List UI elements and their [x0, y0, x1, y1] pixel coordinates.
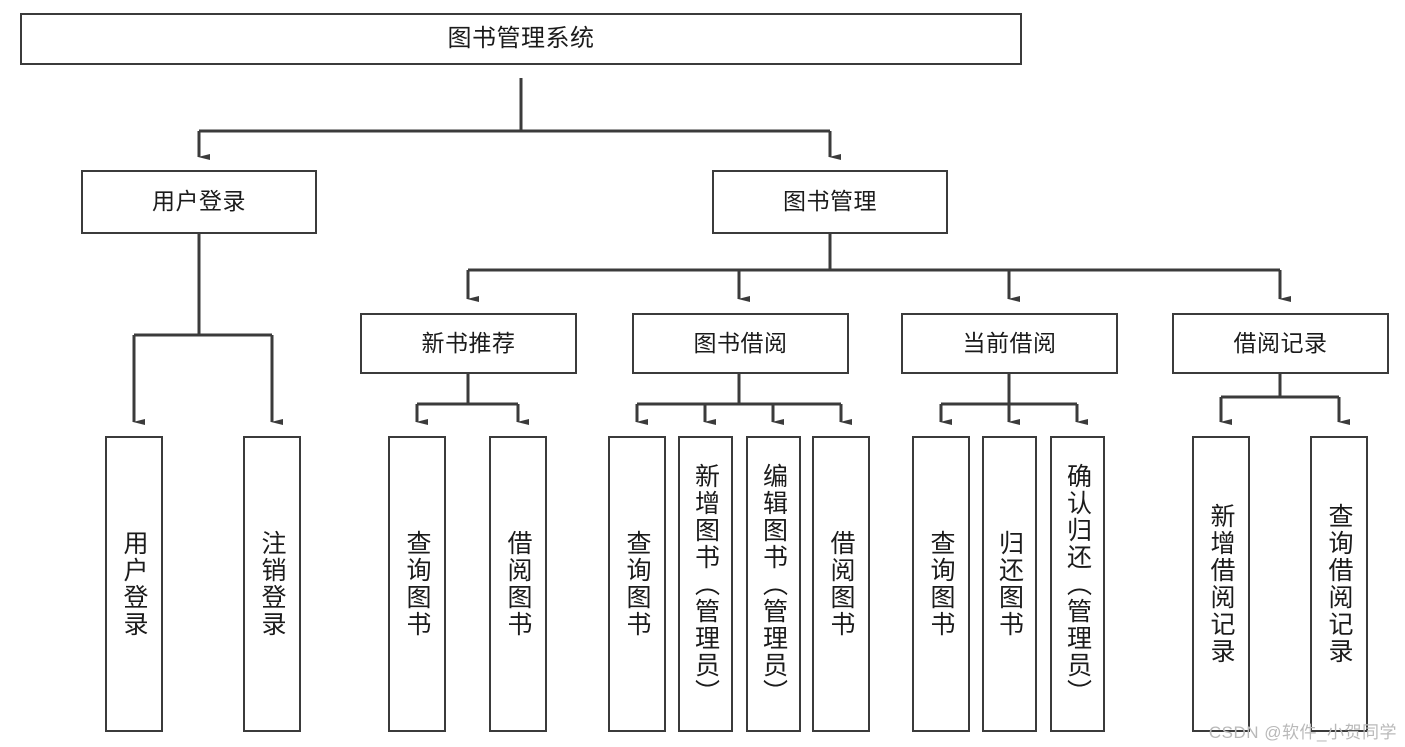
leaf-borrow-book[interactable]: 借阅图书: [812, 436, 870, 732]
leaf-add-borrow-record-label: 新增借阅记录: [1207, 503, 1235, 665]
node-new-book-recommend-label: 新书推荐: [421, 329, 516, 356]
leaf-logout[interactable]: 注销登录: [243, 436, 301, 732]
leaf-edit-book-admin-label: 编辑图书（管理员）: [759, 462, 788, 706]
node-current-borrow[interactable]: 当前借阅: [901, 313, 1118, 374]
node-book-borrow[interactable]: 图书借阅: [632, 313, 849, 374]
node-new-book-recommend[interactable]: 新书推荐: [360, 313, 577, 374]
node-book-borrow-label: 图书借阅: [693, 329, 788, 356]
leaf-query-book-borrow-label: 查询图书: [623, 530, 651, 638]
node-book-management-label: 图书管理: [783, 188, 877, 215]
watermark: CSDN @软件_小贺同学: [1208, 723, 1397, 742]
leaf-borrow-book-label: 借阅图书: [827, 530, 855, 638]
leaf-add-book-admin-label: 新增图书（管理员）: [691, 462, 720, 706]
leaf-borrow-book-recommend-label: 借阅图书: [504, 530, 532, 638]
leaf-query-book-recommend[interactable]: 查询图书: [388, 436, 446, 732]
leaf-logout-label: 注销登录: [258, 530, 286, 638]
node-user-login-label: 用户登录: [152, 188, 246, 215]
node-current-borrow-label: 当前借阅: [962, 329, 1057, 356]
leaf-user-login-label: 用户登录: [120, 530, 148, 638]
leaf-query-borrow-record[interactable]: 查询借阅记录: [1310, 436, 1368, 732]
node-root-label: 图书管理系统: [447, 24, 595, 52]
node-user-login[interactable]: 用户登录: [81, 170, 317, 234]
leaf-add-book-admin[interactable]: 新增图书（管理员）: [678, 436, 733, 732]
leaf-add-borrow-record[interactable]: 新增借阅记录: [1192, 436, 1250, 732]
leaf-query-book-current[interactable]: 查询图书: [912, 436, 970, 732]
leaf-borrow-book-recommend[interactable]: 借阅图书: [489, 436, 547, 732]
node-borrow-record-label: 借阅记录: [1233, 329, 1328, 356]
leaf-confirm-return-admin[interactable]: 确认归还（管理员）: [1050, 436, 1105, 732]
leaf-query-book-borrow[interactable]: 查询图书: [608, 436, 666, 732]
leaf-query-borrow-record-label: 查询借阅记录: [1325, 503, 1353, 665]
leaf-return-book-label: 归还图书: [995, 530, 1024, 638]
leaf-query-book-current-label: 查询图书: [927, 530, 955, 638]
leaf-confirm-return-admin-label: 确认归还（管理员）: [1063, 462, 1092, 706]
leaf-return-book[interactable]: 归还图书: [982, 436, 1037, 732]
node-book-management[interactable]: 图书管理: [712, 170, 948, 234]
leaf-edit-book-admin[interactable]: 编辑图书（管理员）: [746, 436, 801, 732]
node-root[interactable]: 图书管理系统: [20, 13, 1022, 65]
leaf-query-book-recommend-label: 查询图书: [403, 530, 431, 638]
leaf-user-login[interactable]: 用户登录: [105, 436, 163, 732]
node-borrow-record[interactable]: 借阅记录: [1172, 313, 1389, 374]
